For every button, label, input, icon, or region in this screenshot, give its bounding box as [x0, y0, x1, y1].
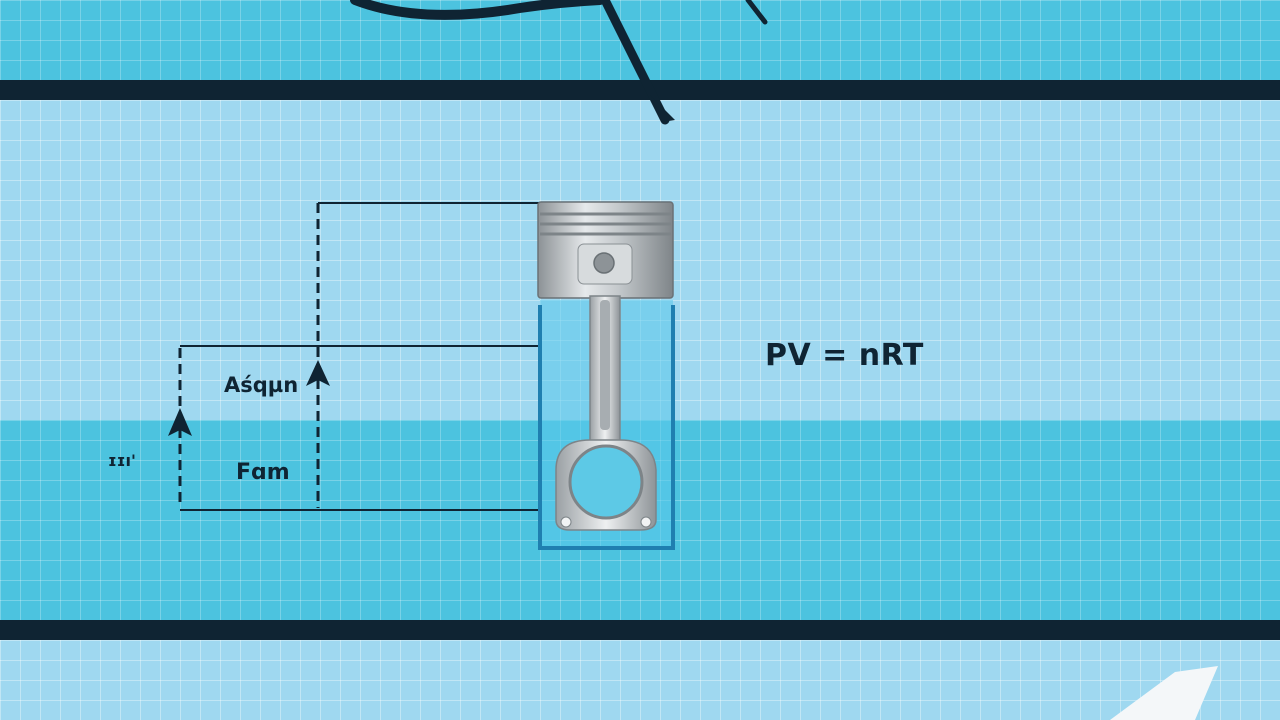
pen-tip	[650, 95, 675, 122]
upper-dimension-label: Aśqµn	[224, 373, 299, 397]
bottom-divider	[0, 620, 1280, 640]
top-band	[0, 0, 1280, 80]
inner-arrow-icon	[306, 360, 330, 386]
crank-bore	[568, 444, 644, 520]
small-stroke	[745, 0, 768, 25]
rod-bolt	[560, 516, 572, 528]
rod-channel	[600, 300, 610, 430]
side-dimension-label: ɪɪı'	[108, 451, 136, 470]
lower-grid-area	[0, 640, 1280, 720]
lower-dimension-label: Fɑm	[236, 460, 290, 485]
cylinder-wall	[538, 305, 675, 550]
paper-plane-icon	[1110, 666, 1218, 720]
piston-pin	[593, 252, 615, 274]
top-sketch-stroke	[350, 0, 605, 20]
top-divider	[0, 80, 1280, 100]
equation-label: PV = nRT	[765, 338, 924, 373]
rod-bolt	[640, 516, 652, 528]
outer-arrow-icon	[168, 408, 192, 436]
